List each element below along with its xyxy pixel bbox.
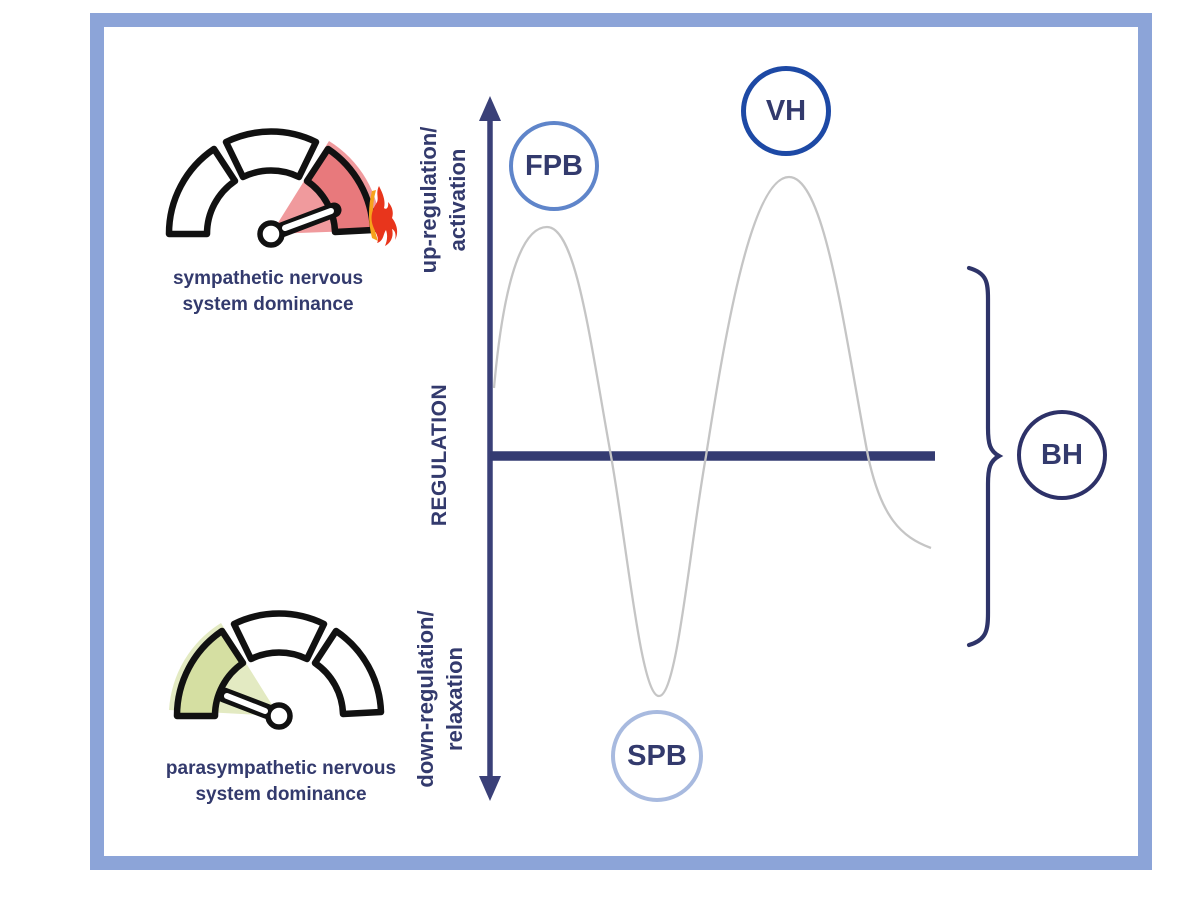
axis-label-down-line2: relaxation	[442, 647, 467, 751]
axis-label-down-line1: down-regulation/	[413, 610, 438, 788]
arrow-down-icon	[479, 776, 501, 801]
flame-icon	[371, 186, 398, 246]
needle-pivot	[265, 702, 293, 730]
needle-pivot	[257, 220, 285, 248]
sympathetic-caption-line2: system dominance	[182, 294, 354, 315]
parasympathetic-caption: parasympathetic nervous system dominance	[131, 756, 431, 808]
sympathetic-caption-line1: sympathetic nervous	[172, 268, 364, 289]
node-spb-label: SPB	[627, 739, 687, 772]
axis-label-regulation: REGULATION	[427, 355, 453, 555]
node-vh-label: VH	[765, 94, 807, 127]
sympathetic-caption: sympathetic nervous system dominance	[118, 266, 418, 318]
node-bh: BH	[1017, 410, 1107, 500]
node-vh: VH	[741, 66, 831, 156]
parasympathetic-caption-line2: system dominance	[195, 784, 367, 805]
sympathetic-gauge-icon	[165, 128, 398, 248]
gauge-segment-middle	[222, 128, 320, 181]
axis-label-up-line2: activation	[445, 148, 470, 252]
node-bh-label: BH	[1041, 438, 1083, 471]
axis-label-up-line1: up-regulation/	[416, 126, 441, 274]
gauge-segment-right	[311, 627, 385, 718]
needle-fill	[224, 693, 268, 714]
axis-label-down-regulation: down-regulation/ relaxation	[411, 549, 469, 849]
gauge-segment-left-green	[173, 627, 247, 720]
axis-label-regulation-text: REGULATION	[428, 383, 451, 527]
gauge-segment-left	[165, 145, 239, 238]
gauge-segment-middle	[230, 610, 328, 663]
flame-icon-inner	[369, 190, 378, 241]
node-spb: SPB	[611, 710, 703, 802]
oscillation-curve	[492, 175, 932, 698]
needle-fill	[282, 208, 334, 231]
outer-frame	[90, 13, 1152, 870]
parasympathetic-gauge-icon	[169, 610, 385, 730]
node-fpb: FPB	[509, 121, 599, 211]
arrow-up-icon	[479, 96, 501, 121]
node-fpb-label: FPB	[525, 149, 583, 182]
vertical-axis	[479, 96, 501, 801]
parasympathetic-caption-line1: parasympathetic nervous	[165, 758, 397, 779]
axis-label-up-regulation: up-regulation/ activation	[414, 50, 472, 350]
curly-brace	[966, 265, 1004, 648]
